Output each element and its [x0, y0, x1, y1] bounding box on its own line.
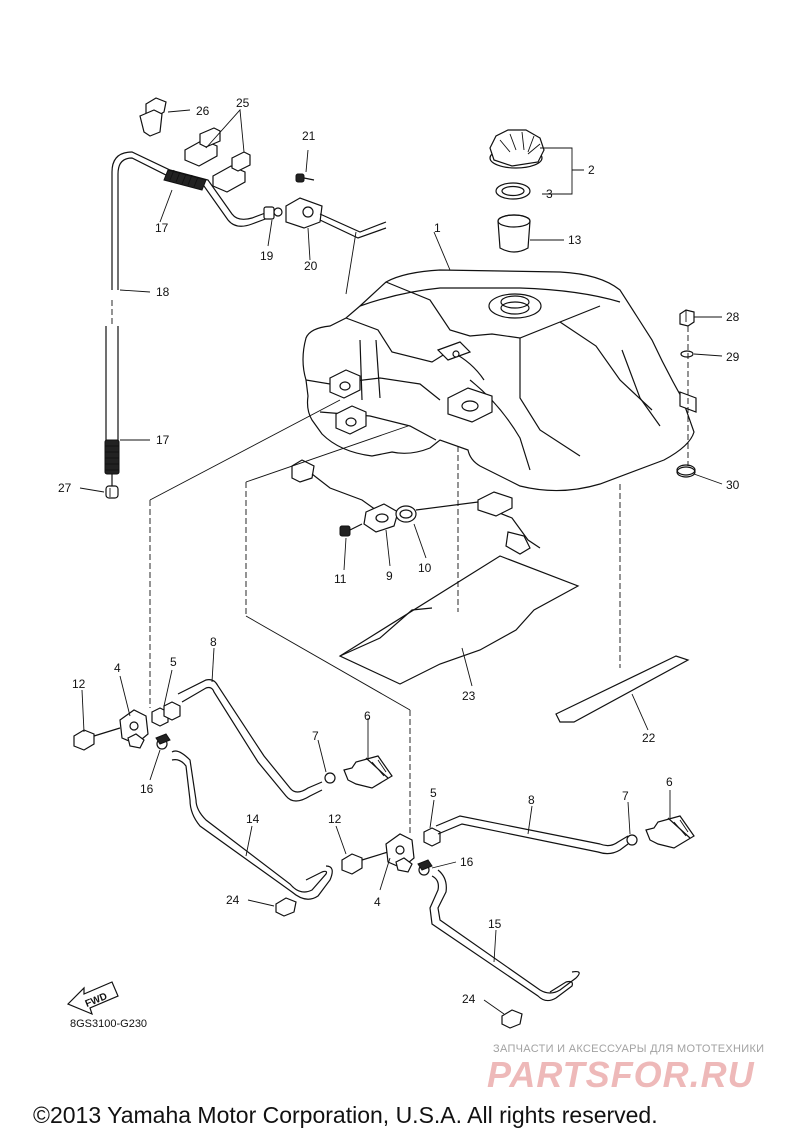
- callout-5-left: 5: [170, 655, 177, 669]
- callout-3: 3: [546, 187, 553, 201]
- copyright-notice: ©2013 Yamaha Motor Corporation, U.S.A. A…: [33, 1102, 658, 1128]
- part-22-tank-strip: [555, 655, 690, 723]
- callout-29: 29: [726, 350, 740, 364]
- part-17-hose-spring-top: [163, 169, 207, 191]
- callout-28: 28: [726, 310, 740, 324]
- callout-7-left: 7: [312, 729, 319, 743]
- part-12-bolt-left: [73, 727, 121, 751]
- leader-lines: [79, 108, 723, 1015]
- part-7-clip-left: [324, 772, 336, 784]
- callout-16-right: 16: [460, 855, 474, 869]
- callout-21: 21: [302, 129, 316, 143]
- callout-16-left: 16: [140, 782, 154, 796]
- callout-18: 18: [156, 285, 170, 299]
- part-4-fuel-cock-left: [119, 709, 149, 749]
- part-26-clip: [139, 97, 167, 137]
- callout-4-left: 4: [114, 661, 121, 675]
- callout-11: 11: [334, 572, 347, 586]
- callout-13: 13: [568, 233, 582, 247]
- callout-6-left: 6: [364, 709, 371, 723]
- part-25-clamp-a: [184, 127, 221, 167]
- part-12-bolt-right: [341, 851, 389, 875]
- diagram-code: 8GS3100-G230: [70, 1018, 148, 1030]
- callout-30: 30: [726, 478, 740, 492]
- callout-9: 9: [386, 569, 393, 583]
- callout-7-right: 7: [622, 789, 629, 803]
- part-6-fuel-filter-left: [343, 755, 393, 789]
- callout-10: 10: [418, 561, 432, 575]
- part-8-fuel-hose-left: [177, 679, 323, 802]
- part-20-rollover-valve: [285, 197, 387, 239]
- callout-8-left: 8: [210, 635, 217, 649]
- part-8-fuel-hose-right: [435, 815, 629, 855]
- part-7-clip-right: [626, 834, 638, 846]
- callout-labels: 1 2 3 13 26 25 21 17 19 20 18 28 29 17 2…: [58, 96, 740, 1006]
- part-28-nut: [679, 309, 695, 327]
- part-9-fuel-sender: [291, 459, 399, 533]
- part-1-fuel-tank: [302, 269, 697, 492]
- part-19-hose-clip: [263, 206, 283, 220]
- part-6-fuel-filter-right: [645, 815, 695, 849]
- callout-6-right: 6: [666, 775, 673, 789]
- callout-4-right: 4: [374, 895, 381, 909]
- part-16-clip-right: [417, 859, 433, 876]
- callout-19: 19: [260, 249, 274, 263]
- callout-1: 1: [434, 221, 441, 235]
- part-29-washer: [680, 350, 694, 358]
- part-5-oring-right: [423, 827, 441, 847]
- part-11-screw: [339, 523, 363, 537]
- callout-14: 14: [246, 812, 260, 826]
- callout-25: 25: [236, 96, 250, 110]
- part-4-fuel-cock-right: [385, 833, 415, 873]
- part-15-overflow-hose-right: [429, 869, 580, 1002]
- callout-12-right: 12: [328, 812, 342, 826]
- callout-2: 2: [588, 163, 595, 177]
- callout-26: 26: [196, 104, 210, 118]
- callout-12-left: 12: [72, 677, 86, 691]
- watermark-tagline: ЗАПЧАСТИ И АКСЕССУАРЫ ДЛЯ МОТОТЕХНИКИ: [493, 1043, 765, 1055]
- part-30-damper: [676, 464, 696, 478]
- callout-22: 22: [642, 731, 656, 745]
- fwd-arrow-icon: FWD: [66, 981, 119, 1016]
- part-24-clip-left: [275, 897, 297, 917]
- part-25-clamp-b: [212, 151, 251, 193]
- part-2-fuel-cap: [489, 129, 545, 169]
- watermark-logo: PARTSFOR.RU: [487, 1054, 755, 1095]
- part-3-cap-gasket: [495, 182, 531, 200]
- part-27-hose-end: [105, 485, 119, 499]
- part-24-clip-right: [501, 1009, 523, 1029]
- callout-15: 15: [488, 917, 502, 931]
- callout-24-right: 24: [462, 992, 476, 1006]
- part-23-tank-pad: [338, 555, 580, 685]
- callout-8-right: 8: [528, 793, 535, 807]
- part-13-filler-strainer: [497, 214, 531, 253]
- assembly-guide-lines: [149, 231, 621, 836]
- callout-17-lower: 17: [156, 433, 170, 447]
- part-18-hose-lower: [105, 300, 119, 446]
- part-16-clip-left: [155, 733, 171, 750]
- callout-27: 27: [58, 481, 72, 495]
- part-5-oring-left: [151, 701, 181, 727]
- callout-23: 23: [462, 689, 476, 703]
- callout-24-left: 24: [226, 893, 240, 907]
- callout-17-top: 17: [155, 221, 169, 235]
- callout-20: 20: [304, 259, 318, 273]
- part-21-screw: [295, 173, 315, 183]
- part-10-sender-gasket: [395, 491, 541, 555]
- callout-5-right: 5: [430, 786, 437, 800]
- part-14-overflow-hose: [171, 750, 333, 900]
- part-17-hose-spring-lower: [104, 439, 120, 488]
